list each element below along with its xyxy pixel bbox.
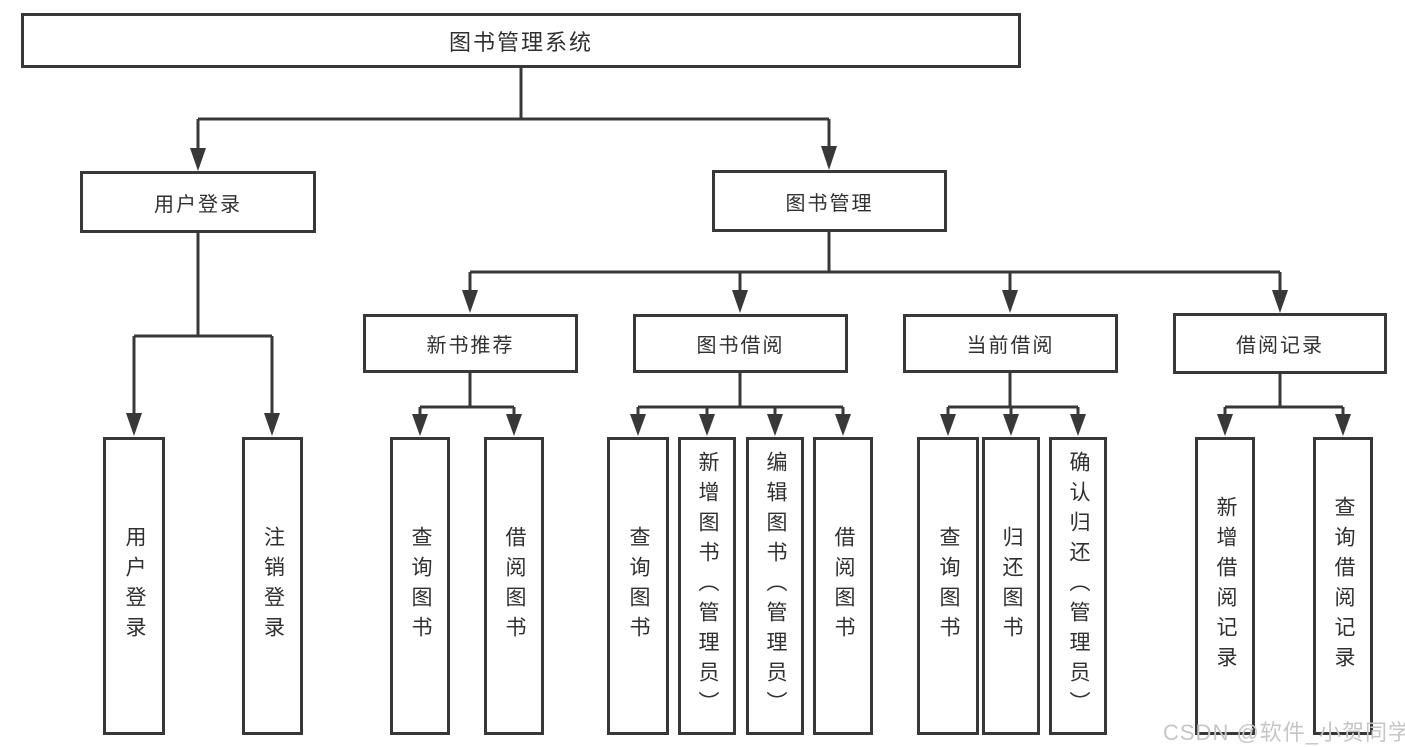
leaf-logout: 注销登录 — [242, 437, 303, 735]
leaf-borrow-book-recommend: 借阅图书 — [484, 437, 544, 735]
arrowhead — [412, 414, 428, 436]
connector-book-management-to-level3 — [468, 232, 1282, 292]
arrowhead — [462, 290, 478, 313]
arrowhead — [630, 414, 646, 436]
leaf-borrow-book-recommend-label: 借阅图书 — [503, 526, 526, 646]
leaf-query-book-borrowing: 查询图书 — [607, 437, 669, 735]
leaf-query-borrow-record-label: 查询借阅记录 — [1332, 496, 1355, 676]
leaf-return-book: 归还图书 — [982, 437, 1040, 735]
leaf-query-book-borrowing-label: 查询图书 — [627, 526, 650, 646]
leaf-borrow-book: 借阅图书 — [813, 437, 873, 735]
leaf-borrow-book-label: 借阅图书 — [832, 526, 855, 646]
arrowhead — [732, 290, 748, 313]
node-current-borrowing: 当前借阅 — [903, 314, 1118, 373]
arrowhead — [506, 414, 522, 436]
node-borrowing-records: 借阅记录 — [1173, 313, 1387, 374]
arrowhead — [1002, 290, 1018, 313]
node-root: 图书管理系统 — [21, 13, 1021, 68]
node-book-borrowing-label: 图书借阅 — [696, 335, 785, 357]
connector-book-borrowing-to-leaves — [636, 373, 845, 416]
arrowhead — [940, 414, 956, 436]
node-user-login: 用户登录 — [80, 171, 316, 233]
node-user-login-label: 用户登录 — [154, 193, 242, 216]
arrowhead — [1335, 414, 1351, 436]
arrowhead — [1070, 414, 1086, 436]
arrowhead — [126, 413, 142, 436]
leaf-add-borrow-record: 新增借阅记录 — [1195, 437, 1255, 735]
connector-new-book-recommend-to-leaves — [418, 373, 516, 416]
leaf-return-book-label: 归还图书 — [1000, 526, 1023, 646]
arrowhead — [835, 414, 851, 436]
leaf-query-borrow-record: 查询借阅记录 — [1313, 437, 1373, 735]
leaf-query-book-recommend-label: 查询图书 — [409, 526, 432, 646]
node-book-borrowing: 图书借阅 — [633, 314, 848, 373]
leaf-logout-label: 注销登录 — [261, 526, 285, 646]
leaf-confirm-return-admin: 确认归还（管理员） — [1049, 437, 1107, 735]
connector-borrowing-records-to-leaves — [1223, 373, 1345, 416]
leaf-add-book-admin: 新增图书（管理员） — [678, 437, 736, 735]
arrowhead — [767, 414, 783, 436]
connector-current-borrowing-to-leaves — [946, 373, 1080, 416]
connector-root-to-level2 — [196, 68, 831, 150]
arrowhead — [821, 146, 837, 170]
node-book-management: 图书管理 — [712, 170, 947, 232]
arrowhead — [699, 414, 715, 436]
node-borrowing-records-label: 借阅记录 — [1236, 335, 1324, 357]
node-current-borrowing-label: 当前借阅 — [966, 335, 1055, 357]
connector-user-login-to-leaves — [132, 233, 274, 415]
arrowhead — [264, 413, 280, 436]
leaf-edit-book-admin-label: 编辑图书（管理员） — [764, 451, 787, 721]
leaf-query-book-current: 查询图书 — [917, 437, 979, 735]
node-new-book-recommend-label: 新书推荐 — [426, 335, 515, 357]
leaf-user-login: 用户登录 — [103, 437, 165, 735]
arrowhead — [1217, 414, 1233, 436]
arrowhead — [190, 148, 206, 171]
arrowhead — [1272, 290, 1288, 313]
leaf-edit-book-admin: 编辑图书（管理员） — [746, 437, 804, 735]
leaf-confirm-return-admin-label: 确认归还（管理员） — [1067, 451, 1090, 721]
leaf-query-book-recommend: 查询图书 — [390, 437, 450, 735]
node-new-book-recommend: 新书推荐 — [363, 314, 578, 373]
leaf-user-login-label: 用户登录 — [123, 526, 146, 646]
arrowhead — [1003, 414, 1019, 436]
arrowheads — [126, 146, 1351, 436]
node-root-label: 图书管理系统 — [448, 29, 593, 55]
csdn-watermark: CSDN @软件_小贺同学 — [1163, 720, 1405, 745]
leaf-add-borrow-record-label: 新增借阅记录 — [1214, 496, 1237, 676]
leaf-query-book-current-label: 查询图书 — [937, 526, 960, 646]
node-book-management-label: 图书管理 — [785, 192, 874, 215]
leaf-add-book-admin-label: 新增图书（管理员） — [696, 451, 719, 721]
